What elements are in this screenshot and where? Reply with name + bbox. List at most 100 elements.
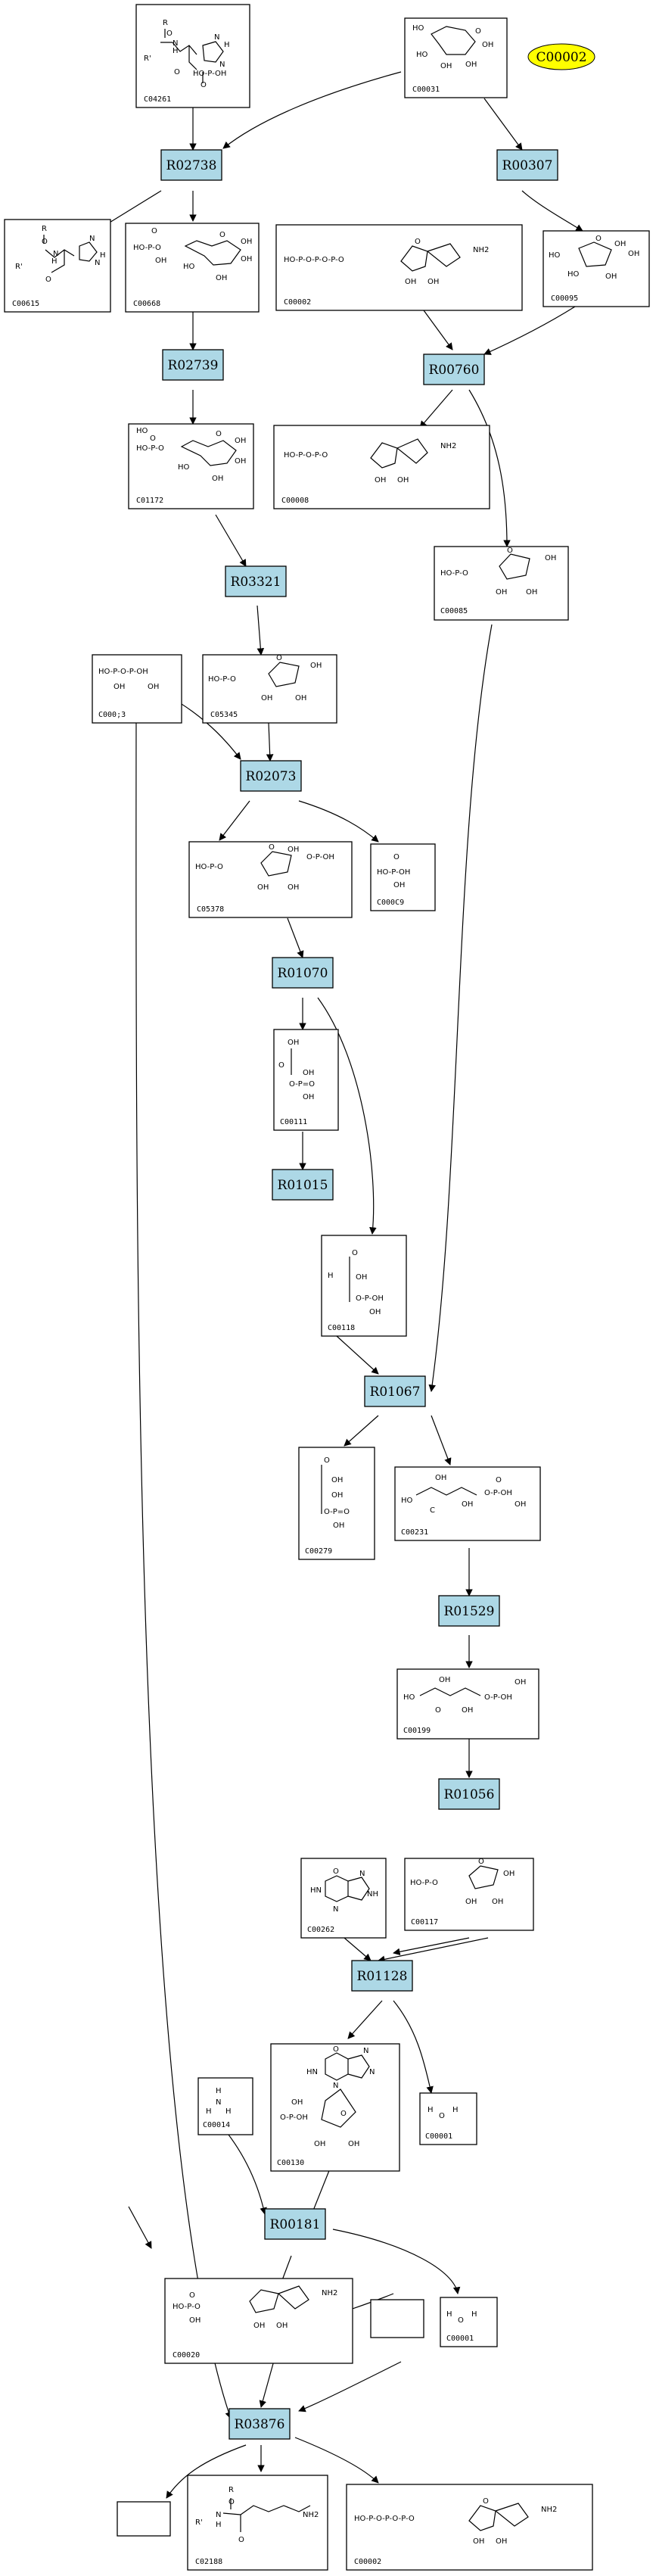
atom-label: H [206,2107,212,2116]
compound-id: C00117 [411,1918,438,1927]
compound-C00020[interactable]: O HO-P-O OH NH2 OH OH C00020 [164,2278,353,2364]
atom-label: OH [257,883,269,892]
atom-label: N [363,2047,368,2055]
reaction-R01128[interactable]: R01128 [351,1960,413,1992]
compound-id: C00014 [203,2121,230,2129]
atom-label: OH [439,1676,450,1684]
reaction-R03876[interactable]: R03876 [229,2408,291,2440]
reaction-R02739[interactable]: R02739 [162,349,224,381]
compound-unlabeled-left[interactable] [117,2501,171,2537]
reaction-label: R00181 [270,2217,321,2232]
compound-C05345[interactable]: HO-P-O O OH OH OH C05345 [202,654,337,724]
compound-C00117[interactable]: HO-P-O O OH OH OH C00117 [404,1858,534,1931]
reaction-label: R01128 [357,1969,408,1984]
compound-C00111[interactable]: OH O OH O-P=O OH C00111 [273,1029,339,1131]
atom-label: O [324,1456,330,1465]
atom-label: OH [331,1476,343,1484]
compound-C05378[interactable]: HO-P-O O OH O-P-OH OH OH C05378 [188,841,353,918]
atom-label: OH [235,457,246,466]
atom-label: OH [462,1500,473,1509]
compound-id: C00002 [284,298,311,307]
atom-label: NH2 [322,2289,337,2297]
compound-C00279[interactable]: O OH OH O-P=O OH C00279 [298,1447,375,1560]
atom-label: HO-P-OH [377,868,410,877]
compound-C00615[interactable]: R O N H R' N O N H C00615 [4,219,111,313]
reaction-label: R01056 [444,1787,495,1802]
atom-label: O [496,1476,502,1484]
atom-label: N [369,2068,375,2076]
compound-C04261[interactable]: R O N H R' N N H O HO-P-OH O C04261 [135,4,250,108]
atom-label: O [166,30,173,38]
compound-C00014[interactable]: H N H H C00014 [197,2077,253,2135]
atom-label: OH [515,1500,526,1509]
reaction-R01015[interactable]: R01015 [272,1169,334,1201]
reaction-R01070[interactable]: R01070 [272,957,334,989]
compound-C00130[interactable]: O N HN N N O-P-OH OH O OH OH C00130 [270,2043,400,2172]
atom-label: O [595,235,602,243]
compound-C00668[interactable]: O HO-P-O OH O OH HO OH OH C00668 [125,223,260,313]
compound-C01172[interactable]: HO O HO-P-O O OH HO OH OH C01172 [128,423,254,509]
atom-label: OH [333,1522,344,1530]
compound-C02188[interactable]: R O N H R' NH2 O C02188 [187,2475,328,2571]
reaction-label: R01067 [370,1385,421,1400]
compound-C00002-bottom[interactable]: HO-P-O-P-O-P-O O NH2 OH OH C00002 [346,2484,593,2571]
compound-id: C00008 [281,497,309,505]
compound-C00085[interactable]: HO-P-O O OH OH OH C00085 [434,546,569,621]
compound-id: C00130 [277,2159,304,2167]
atom-label: N [216,2098,221,2107]
atom-label: HO [136,427,148,435]
compound-unlabeled-right[interactable] [370,2299,424,2338]
reaction-R02073[interactable]: R02073 [240,760,302,792]
atom-label: O [458,2316,464,2325]
compound-C00262[interactable]: O N HN NH N C00262 [300,1858,387,1939]
compound-C00001-a[interactable]: H O H C00001 [419,2092,477,2145]
atom-label: O [333,1867,339,1876]
atom-label: O [507,547,513,555]
atom-label: O [340,2110,347,2118]
compound-id: C05378 [197,905,224,914]
compound-C00008[interactable]: HO-P-O-P-O NH2 OH OH C00008 [273,425,490,509]
atom-label: O [174,68,180,76]
reaction-R01056[interactable]: R01056 [438,1778,500,1810]
atom-label: OH [465,61,477,69]
compound-id: C00279 [305,1547,332,1556]
atom-label: HN [310,1886,322,1895]
reaction-R00181[interactable]: R00181 [264,2208,326,2240]
compound-C00095[interactable]: HO O OH OH HO OH C00095 [543,230,650,307]
reaction-R02738[interactable]: R02738 [160,149,222,181]
legend-node[interactable]: C00002 [527,43,595,70]
atom-label: O [219,231,225,239]
atom-label: OH [526,588,537,596]
atom-label: NH2 [303,2511,319,2519]
reaction-R00760[interactable]: R00760 [423,354,485,385]
atom-label: O [475,27,481,36]
atom-label: O [216,430,222,438]
atom-label: O-P=O [289,1080,315,1089]
compound-C00118[interactable]: O H OH O-P-OH OH C00118 [321,1235,407,1337]
atom-label: N [173,39,178,48]
atom-label: OH [113,683,125,691]
atom-label: OH [261,694,272,702]
reaction-R00307[interactable]: R00307 [496,149,558,181]
compound-C00009[interactable]: O HO-P-OH OH C000C9 [370,843,436,911]
atom-label: N [95,259,100,267]
atom-label: OH [605,273,617,281]
compound-C00001-b[interactable]: H O H C00001 [440,2297,498,2347]
atom-label: O [229,2498,235,2506]
atom-label: OH [496,588,507,596]
atom-label: NH2 [473,246,489,254]
compound-C00031[interactable]: HO O OH HO OH OH C00031 [404,17,508,98]
atom-label: O [352,1249,358,1257]
atom-label: HO [567,270,580,279]
reaction-label: R03321 [231,575,281,590]
compound-C00013[interactable]: HO-P-O-P-OH OH OH C000;3 [92,654,182,724]
atom-label: OH [253,2322,265,2330]
reaction-R01067[interactable]: R01067 [364,1375,426,1407]
compound-C00199[interactable]: OH O HO OH O-P-OH OH C00199 [396,1668,539,1740]
reaction-R03321[interactable]: R03321 [225,565,287,597]
compound-C00231[interactable]: OH O HO OH C OH O-P-OH C00231 [394,1466,541,1541]
atom-label: OH [189,2316,201,2325]
compound-C00002-top[interactable]: HO-P-O-P-O-P-O O NH2 OH OH C00002 [275,224,523,311]
reaction-R01529[interactable]: R01529 [438,1595,500,1627]
compound-id: C00262 [307,1926,334,1934]
